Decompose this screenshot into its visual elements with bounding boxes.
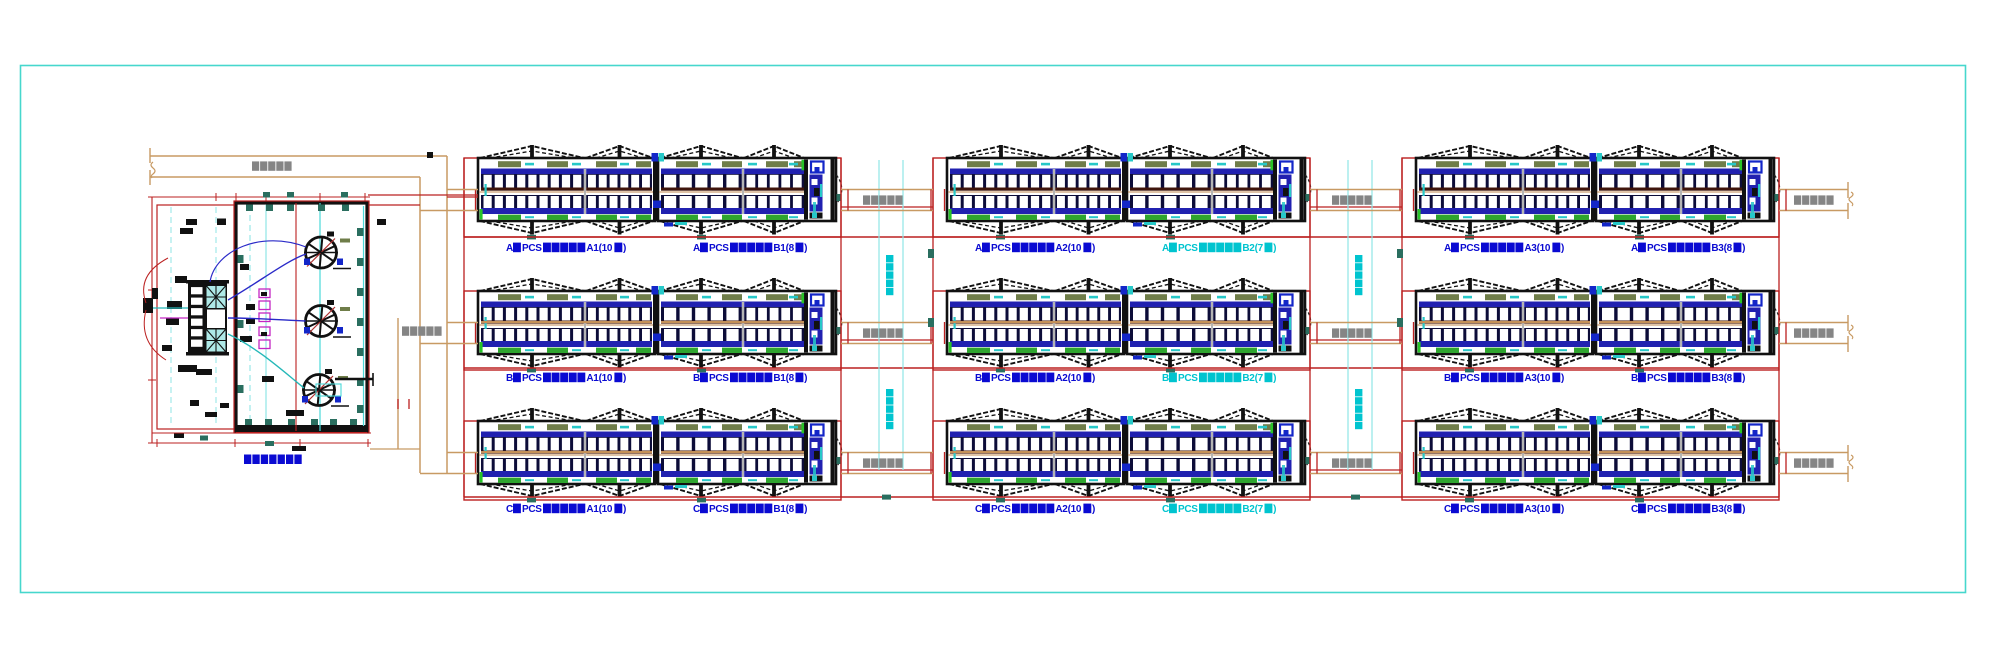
svg-text:A3(10: A3(10 — [1524, 373, 1550, 384]
svg-text:PCS: PCS — [1178, 373, 1198, 384]
svg-text:A3(10: A3(10 — [1524, 504, 1550, 515]
svg-text:A1(10: A1(10 — [586, 373, 612, 384]
svg-text:A: A — [1444, 243, 1451, 254]
svg-text:B2(7: B2(7 — [1242, 504, 1263, 515]
svg-text:C: C — [693, 504, 700, 515]
svg-text:PCS: PCS — [522, 504, 542, 515]
svg-text:A1(10: A1(10 — [586, 504, 612, 515]
svg-text:PCS: PCS — [1647, 243, 1667, 254]
svg-text:B: B — [506, 373, 513, 384]
svg-text:C: C — [1444, 504, 1451, 515]
svg-text:A1(10: A1(10 — [586, 243, 612, 254]
svg-text:A: A — [506, 243, 513, 254]
svg-text:PCS: PCS — [1460, 504, 1480, 515]
svg-text:PCS: PCS — [1178, 504, 1198, 515]
svg-text:C: C — [975, 504, 982, 515]
svg-text:): ) — [804, 373, 807, 384]
svg-text:B3(8: B3(8 — [1711, 243, 1732, 254]
svg-text:): ) — [1092, 373, 1095, 384]
svg-text:PCS: PCS — [1647, 373, 1667, 384]
svg-text:C: C — [1631, 504, 1638, 515]
svg-text:PCS: PCS — [991, 243, 1011, 254]
svg-text:PCS: PCS — [1178, 243, 1198, 254]
svg-text:B1(8: B1(8 — [773, 243, 794, 254]
svg-text:B2(7: B2(7 — [1242, 373, 1263, 384]
svg-text:PCS: PCS — [1647, 504, 1667, 515]
svg-text:): ) — [1092, 243, 1095, 254]
svg-text:PCS: PCS — [991, 373, 1011, 384]
svg-text:PCS: PCS — [1460, 373, 1480, 384]
svg-text:): ) — [1273, 373, 1276, 384]
svg-text:): ) — [804, 504, 807, 515]
svg-text:): ) — [1742, 373, 1745, 384]
svg-text:B: B — [693, 373, 700, 384]
svg-text:B: B — [975, 373, 982, 384]
svg-text:): ) — [1742, 504, 1745, 515]
svg-text:PCS: PCS — [1460, 243, 1480, 254]
svg-text:A: A — [693, 243, 700, 254]
svg-text:PCS: PCS — [522, 373, 542, 384]
svg-text:A2(10: A2(10 — [1055, 243, 1081, 254]
svg-text:B2(7: B2(7 — [1242, 243, 1263, 254]
svg-text:PCS: PCS — [522, 243, 542, 254]
svg-text:C: C — [506, 504, 513, 515]
svg-text:A2(10: A2(10 — [1055, 504, 1081, 515]
svg-text:A: A — [975, 243, 982, 254]
svg-text:): ) — [804, 243, 807, 254]
svg-text:B: B — [1162, 373, 1169, 384]
svg-text:A: A — [1162, 243, 1169, 254]
svg-text:B1(8: B1(8 — [773, 504, 794, 515]
svg-text:): ) — [623, 504, 626, 515]
svg-text:A3(10: A3(10 — [1524, 243, 1550, 254]
svg-text:B1(8: B1(8 — [773, 373, 794, 384]
svg-text:): ) — [1561, 243, 1564, 254]
svg-text:PCS: PCS — [709, 504, 729, 515]
svg-text:B3(8: B3(8 — [1711, 504, 1732, 515]
svg-text:PCS: PCS — [709, 373, 729, 384]
svg-text:): ) — [1092, 504, 1095, 515]
svg-text:): ) — [1273, 504, 1276, 515]
svg-text:): ) — [1561, 373, 1564, 384]
svg-text:): ) — [623, 243, 626, 254]
svg-text:): ) — [1561, 504, 1564, 515]
svg-text:PCS: PCS — [991, 504, 1011, 515]
svg-text:B: B — [1444, 373, 1451, 384]
svg-text:B3(8: B3(8 — [1711, 373, 1732, 384]
svg-text:C: C — [1162, 504, 1169, 515]
svg-text:A: A — [1631, 243, 1638, 254]
svg-text:): ) — [1742, 243, 1745, 254]
svg-text:): ) — [623, 373, 626, 384]
svg-text:A2(10: A2(10 — [1055, 373, 1081, 384]
svg-text:PCS: PCS — [709, 243, 729, 254]
svg-text:): ) — [1273, 243, 1276, 254]
svg-text:B: B — [1631, 373, 1638, 384]
